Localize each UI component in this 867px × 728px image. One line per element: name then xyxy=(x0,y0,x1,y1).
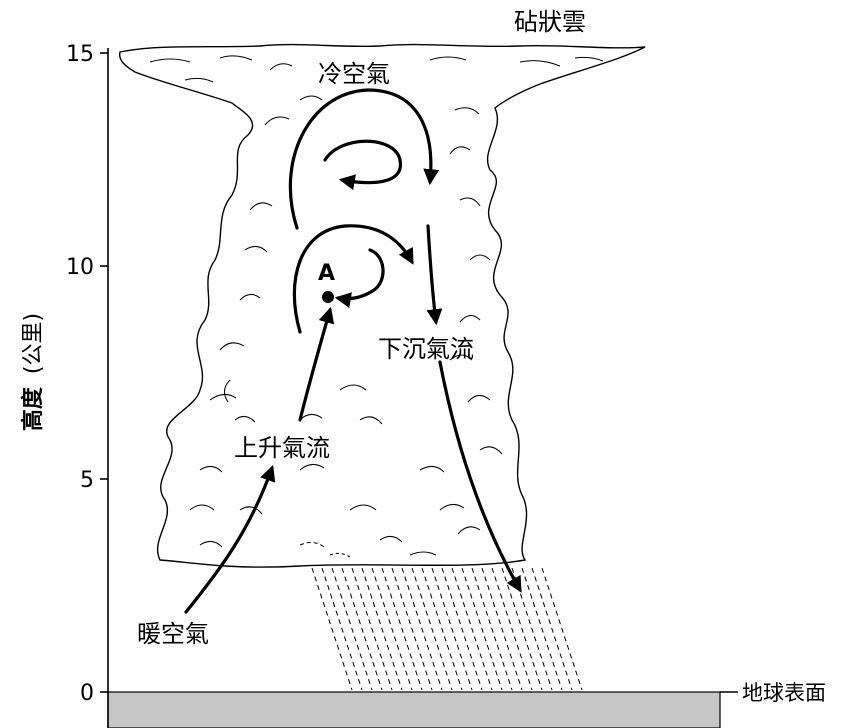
ground-surface xyxy=(107,691,721,728)
cloud-outline xyxy=(118,43,646,568)
y-axis-title-main: 高度 xyxy=(20,386,46,431)
point-a-label: A xyxy=(318,261,335,286)
mid-loop-arrow xyxy=(292,224,414,334)
anvil-cloud-label: 砧狀雲 xyxy=(514,8,586,36)
downdraft-lower-arrow xyxy=(438,360,522,593)
y-tick-15: 15 xyxy=(66,42,94,67)
airflow-arrows xyxy=(184,88,522,614)
y-tick-10: 10 xyxy=(66,255,94,280)
ground-label: 地球表面 xyxy=(742,681,826,705)
y-axis: 0 5 10 15 xyxy=(66,42,109,728)
inner-upper-loop-arrow xyxy=(323,139,402,191)
y-axis-title-unit: (公里) xyxy=(21,313,46,374)
y-tick-5: 5 xyxy=(80,468,94,493)
rain-streaks xyxy=(311,567,583,691)
warm-air-label: 暖空氣 xyxy=(137,620,209,648)
svg-text:高度 (公里): 高度 (公里) xyxy=(20,313,46,431)
warm-air-arrow xyxy=(184,464,276,614)
cold-air-label: 冷空氣 xyxy=(318,60,390,88)
updraft-label: 上升氣流 xyxy=(234,434,330,462)
point-a-dot xyxy=(322,291,334,303)
y-tick-0: 0 xyxy=(80,681,94,706)
updraft-arrow xyxy=(298,306,335,422)
inner-lower-loop-arrow xyxy=(334,248,385,308)
cold-air-loop-arrow xyxy=(288,88,440,230)
downdraft-label: 下沉氣流 xyxy=(378,335,474,363)
y-axis-title: 高度 (公里) xyxy=(20,313,46,431)
downdraft-upper-arrow xyxy=(426,224,443,326)
